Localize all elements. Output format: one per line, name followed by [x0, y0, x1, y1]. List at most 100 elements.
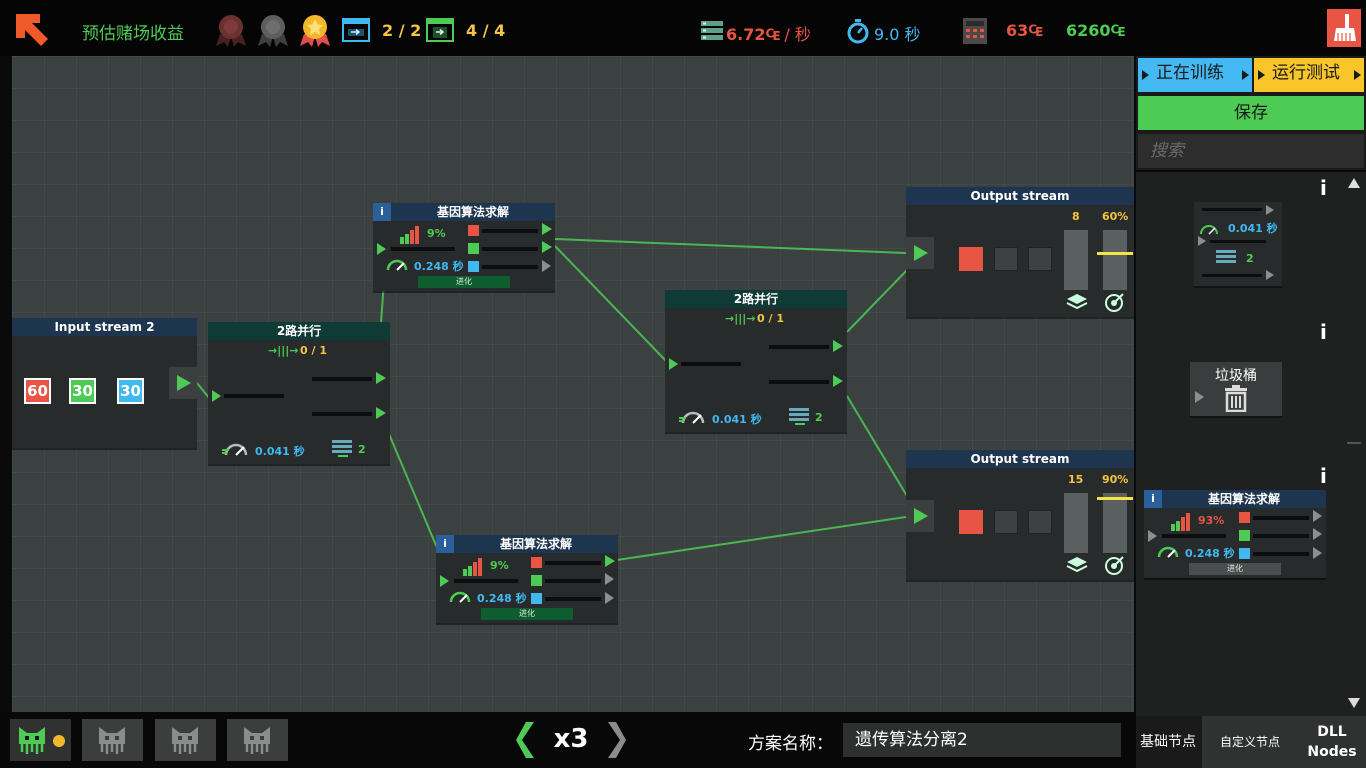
parallel-node-2[interactable]: 2路并行 →|||→ 0 / 1 0.041 秒 2 — [665, 290, 847, 432]
input-port[interactable] — [669, 358, 678, 370]
arrow-right-icon — [1242, 70, 1249, 80]
arrow-right-icon — [1354, 70, 1361, 80]
output-port-green — [1313, 528, 1322, 540]
genetic-node-1[interactable]: 基因算法求解 i 9% 0.248 秒 进化 — [373, 203, 555, 291]
output-port-1[interactable] — [833, 340, 843, 352]
info-icon[interactable]: i — [1320, 176, 1327, 200]
time-readout: 9.0 秒 — [874, 25, 921, 44]
wire-parallel1-genetic2 — [388, 433, 439, 551]
input-port[interactable] — [212, 390, 221, 402]
output-port[interactable] — [169, 367, 197, 399]
output-port-cyan — [1313, 547, 1322, 559]
tab-dll-nodes[interactable]: DLL Nodes — [1298, 716, 1366, 768]
node-title: 基因算法求解 — [436, 535, 618, 553]
evolve-label[interactable]: 进化 — [418, 276, 510, 288]
top-bar: 预估赌场收益 2 / 2 — [0, 0, 1366, 56]
node-title: Output stream — [906, 450, 1134, 468]
bottom-bar: x3 方案名称： 遗传算法分离2 — [0, 712, 1136, 768]
scheme-name-input[interactable]: 遗传算法分离2 — [843, 723, 1121, 757]
info-icon[interactable]: i — [1144, 490, 1162, 508]
empty-slot — [1028, 510, 1052, 534]
speed-decrease-chevron-icon[interactable] — [514, 720, 538, 760]
input-stream-node[interactable]: Input stream 2 60 30 30 — [12, 318, 197, 448]
robot-slot-3[interactable] — [155, 719, 216, 761]
robot-slot-2[interactable] — [82, 719, 143, 761]
wire-genetic1-parallel2 — [554, 245, 669, 364]
output-port-cyan[interactable] — [542, 260, 551, 272]
percent-value: 60% — [1102, 210, 1129, 223]
node-palette[interactable]: i 0.041 秒 2 i — [1136, 172, 1366, 716]
palette-parallel-node[interactable]: 0.041 秒 2 — [1194, 202, 1282, 286]
output-port-green[interactable] — [542, 241, 552, 253]
scheme-label: 方案名称： — [748, 734, 833, 754]
info-icon[interactable]: i — [1320, 320, 1327, 344]
input-port — [1195, 391, 1204, 403]
link-bar — [769, 380, 829, 384]
speed-value: 0.041 秒 — [1228, 222, 1278, 235]
output-stream-node-1[interactable]: Output stream 8 60% — [906, 187, 1134, 317]
info-icon[interactable]: i — [373, 203, 391, 221]
output-port-2[interactable] — [833, 375, 843, 387]
count-bar — [1064, 493, 1088, 553]
speed-value: 0.248 秒 — [414, 260, 464, 273]
link-bar — [482, 265, 538, 269]
broom-icon — [1334, 14, 1356, 41]
tab-custom-nodes[interactable]: 自定义节点 — [1202, 716, 1298, 768]
count-value: 8 — [1072, 210, 1080, 223]
link-bar — [545, 561, 601, 565]
node-title: 基因算法求解 — [373, 203, 555, 221]
input-port[interactable] — [906, 500, 934, 532]
output-port-green[interactable] — [605, 573, 614, 585]
robot-slot-active[interactable] — [10, 719, 71, 761]
rate-readout: 6.72₠/ 秒 — [726, 25, 811, 44]
robot-slot-4[interactable] — [227, 719, 288, 761]
parallel-node-1[interactable]: 2路并行 →|||→ 0 / 1 0.041 秒 2 — [208, 322, 390, 464]
stack-value: 2 — [358, 443, 366, 456]
output-port-red[interactable] — [542, 223, 552, 235]
speed-increase-chevron-icon[interactable] — [604, 720, 628, 760]
red-slot — [959, 247, 983, 271]
info-icon[interactable]: i — [436, 535, 454, 553]
node-sidebar: 正在训练 运行测试 保存 搜索 i 0.041 秒 — [1136, 56, 1366, 768]
evolve-label[interactable]: 进化 — [481, 608, 573, 620]
training-button[interactable]: 正在训练 — [1138, 58, 1252, 92]
node-canvas[interactable]: Input stream 2 60 30 30 2路并行 →|||→ 0 / 1… — [12, 56, 1134, 712]
run-test-button[interactable]: 运行测试 — [1254, 58, 1364, 92]
red-slot — [531, 557, 542, 568]
wire-parallel2-output1 — [846, 267, 910, 333]
arrow-right-icon — [1258, 70, 1265, 80]
trash-icon — [1225, 385, 1247, 412]
input-counter: 2 / 2 — [382, 21, 422, 40]
input-port[interactable] — [906, 237, 934, 269]
back-arrow-icon[interactable] — [14, 12, 50, 48]
output-stream-node-2[interactable]: Output stream 15 90% — [906, 450, 1134, 580]
link-bar — [1202, 208, 1262, 211]
clear-button[interactable] — [1327, 9, 1361, 47]
output-port-2[interactable] — [376, 407, 386, 419]
info-icon[interactable]: i — [1320, 464, 1327, 488]
trash-node[interactable]: 垃圾桶 — [1190, 362, 1282, 416]
palette-genetic-node[interactable]: 基因算法求解 i 93% 0.248 — [1144, 490, 1326, 578]
save-button[interactable]: 保存 — [1138, 96, 1364, 130]
red-value: 60 — [24, 378, 51, 404]
scroll-up-arrow[interactable] — [1348, 178, 1360, 188]
empty-slot — [994, 247, 1018, 271]
output-port-red[interactable] — [605, 555, 615, 567]
search-input[interactable]: 搜索 — [1138, 134, 1364, 168]
input-port[interactable] — [377, 243, 386, 255]
target-line — [1097, 497, 1133, 500]
genetic-node-2[interactable]: 基因算法求解 i 9% 0.248 秒 进化 — [436, 535, 618, 623]
output-port-1[interactable] — [376, 372, 386, 384]
split-icon: →|||→ — [268, 344, 299, 357]
link-bar — [545, 579, 601, 583]
robot-cat-icon — [172, 727, 198, 754]
link-bar — [454, 579, 518, 583]
speed-gauge-icon — [449, 591, 471, 603]
output-port-cyan[interactable] — [605, 592, 614, 604]
layers-icon — [1066, 557, 1088, 573]
scrollbar-thumb[interactable] — [1347, 442, 1361, 444]
tab-basic-nodes[interactable]: 基础节点 — [1136, 716, 1200, 768]
cyan-slot — [468, 261, 479, 272]
input-port[interactable] — [440, 575, 449, 587]
scroll-down-arrow[interactable] — [1348, 698, 1360, 708]
